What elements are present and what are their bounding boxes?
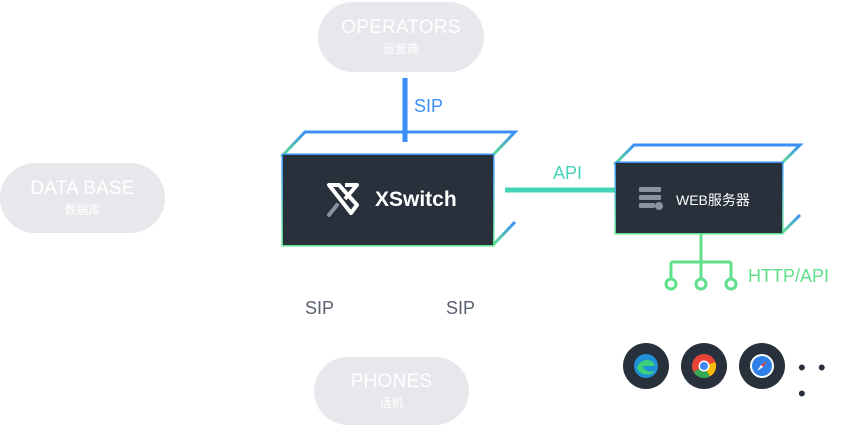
server-icon (639, 187, 663, 210)
database-title: DATA BASE (30, 178, 135, 199)
sip-right-label: SIP (446, 298, 476, 318)
database-node: DATA BASE 数据库 (0, 163, 165, 233)
sip-top-label: SIP (414, 96, 444, 116)
operators-title: OPERATORS (341, 17, 461, 38)
phones-title: PHONES (350, 371, 433, 392)
xswitch-name: XSwitch (375, 188, 457, 211)
safari-icon (739, 343, 785, 389)
http-api-tree (664, 233, 738, 291)
edge-icon (623, 343, 669, 389)
web-server-node: WEB服务器 (616, 163, 782, 233)
api-label: API (553, 163, 583, 183)
xswitch-logo-icon (327, 183, 359, 217)
database-subtitle: 数据库 (64, 203, 101, 217)
operators-subtitle: 运营商 (382, 42, 419, 56)
phones-node: PHONES 话机 (314, 357, 469, 425)
phones-subtitle: 话机 (379, 396, 404, 410)
web-server-name: WEB服务器 (676, 192, 750, 208)
more-browsers-indicator: • • • (798, 355, 829, 406)
http-api-label: HTTP/API (748, 266, 830, 286)
sip-left-label: SIP (305, 298, 335, 318)
xswitch-node: XSwitch (283, 155, 493, 245)
chrome-icon (681, 343, 727, 389)
operators-node: OPERATORS 运营商 (318, 2, 484, 72)
